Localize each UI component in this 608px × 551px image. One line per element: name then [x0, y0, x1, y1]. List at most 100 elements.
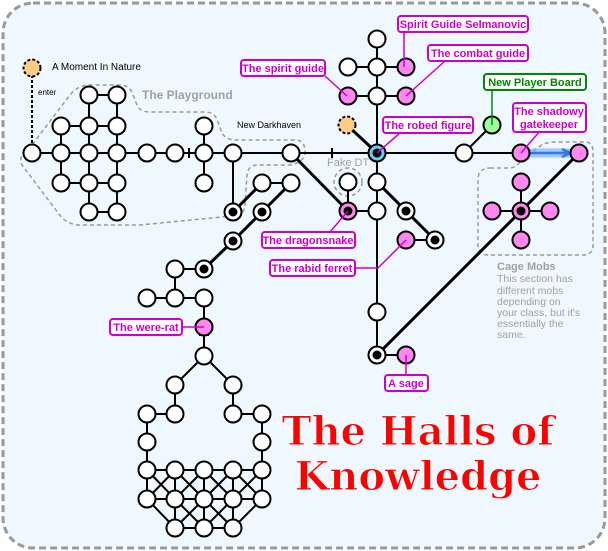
npc-label-combat-guide[interactable]: The combat guide: [427, 44, 529, 62]
npc-room[interactable]: [482, 201, 502, 221]
room-node[interactable]: [79, 202, 99, 222]
npc-label-spirit-guide-selmanovic[interactable]: Spirit Guide Selmanovic: [397, 15, 529, 33]
room-node[interactable]: [79, 116, 99, 136]
room-node[interactable]: [338, 172, 358, 192]
room-node[interactable]: [223, 143, 243, 163]
room-node[interactable]: [22, 143, 42, 163]
room-node[interactable]: [223, 404, 243, 424]
room-node[interactable]: [367, 201, 387, 221]
room-node[interactable]: [51, 173, 71, 193]
portal-room[interactable]: [252, 202, 272, 222]
room-node[interactable]: [223, 489, 243, 509]
room-node[interactable]: [252, 489, 272, 509]
cage-mobs-note: This section has different mobs dependin…: [497, 273, 580, 341]
room-node[interactable]: [194, 518, 214, 538]
label-text: gatekeeper: [520, 119, 579, 131]
room-node[interactable]: [107, 202, 127, 222]
room-node[interactable]: [194, 173, 214, 193]
npc-label-dragonsnake[interactable]: The dragonsnake: [261, 231, 356, 249]
npc-room[interactable]: [511, 201, 531, 221]
npc-label-robed-figure[interactable]: The robed figure: [382, 116, 474, 134]
portal-room[interactable]: [396, 201, 416, 221]
room-node[interactable]: [337, 115, 357, 135]
portal-room[interactable]: [223, 231, 243, 251]
room-node[interactable]: [367, 172, 387, 192]
npc-label-spirit-guide[interactable]: The spirit guide: [240, 59, 326, 77]
portal-room[interactable]: [194, 259, 214, 279]
room-node[interactable]: [165, 404, 185, 424]
room-node[interactable]: [137, 288, 157, 308]
npc-room[interactable]: [338, 86, 358, 106]
room-node[interactable]: [338, 57, 358, 77]
room-node[interactable]: [367, 29, 387, 49]
entry-label: A Moment In Nature: [52, 62, 141, 73]
room-node[interactable]: [165, 518, 185, 538]
room-node[interactable]: [252, 432, 272, 452]
room-node[interactable]: [137, 460, 157, 480]
room-node[interactable]: [22, 58, 42, 78]
room-node[interactable]: [137, 143, 157, 163]
room-node[interactable]: [137, 404, 157, 424]
room-node[interactable]: [51, 143, 71, 163]
room-node[interactable]: [223, 518, 243, 538]
room-node[interactable]: [137, 489, 157, 509]
npc-label-were-rat[interactable]: The were-rat: [109, 318, 183, 336]
room-node[interactable]: [367, 86, 387, 106]
room-node[interactable]: [107, 173, 127, 193]
portal-room[interactable]: [223, 202, 243, 222]
npc-label-new-player-board[interactable]: New Player Board: [483, 73, 587, 91]
room-node[interactable]: [454, 143, 474, 163]
label-text: A sage: [388, 378, 424, 390]
path-edge: [289, 151, 350, 213]
room-node[interactable]: [223, 375, 243, 395]
room-node[interactable]: [165, 143, 185, 163]
room-node[interactable]: [107, 143, 127, 163]
label-text: New Player Board: [488, 77, 582, 89]
room-node[interactable]: [51, 116, 71, 136]
npc-room[interactable]: [511, 230, 531, 250]
room-node[interactable]: [107, 85, 127, 105]
portal-room[interactable]: [367, 345, 387, 365]
room-node[interactable]: [194, 288, 214, 308]
note-line: This section has: [497, 273, 573, 285]
npc-room[interactable]: [540, 201, 560, 221]
note-line: your class, but it's: [497, 307, 580, 319]
npc-room[interactable]: [511, 172, 531, 192]
room-node[interactable]: [194, 460, 214, 480]
note-line: depending on: [497, 296, 561, 308]
label-text: The shadowy: [514, 106, 585, 118]
playground-label: The Playground: [142, 88, 233, 102]
room-node[interactable]: [79, 173, 99, 193]
fake-dt-label: Fake DT: [327, 157, 369, 169]
room-node[interactable]: [79, 143, 99, 163]
room-node[interactable]: [252, 173, 272, 193]
portal-room[interactable]: [425, 230, 445, 250]
npc-label-sage[interactable]: A sage: [384, 374, 429, 392]
room-node[interactable]: [165, 288, 185, 308]
room-node[interactable]: [223, 460, 243, 480]
room-node[interactable]: [252, 460, 272, 480]
room-node[interactable]: [107, 116, 127, 136]
room-node[interactable]: [194, 489, 214, 509]
room-node[interactable]: [137, 432, 157, 452]
npc-label-rabid-ferret[interactable]: The rabid ferret: [269, 259, 356, 277]
room-node[interactable]: [165, 460, 185, 480]
new-darkhaven-label: New Darkhaven: [237, 120, 301, 130]
room-node[interactable]: [281, 143, 301, 163]
room-node[interactable]: [79, 85, 99, 105]
label-text: The dragonsnake: [262, 235, 353, 247]
room-node[interactable]: [165, 375, 185, 395]
room-node[interactable]: [194, 346, 214, 366]
room-node[interactable]: [165, 489, 185, 509]
room-node[interactable]: [367, 57, 387, 77]
room-node[interactable]: [165, 259, 185, 279]
npc-room[interactable]: [569, 143, 589, 163]
room-node[interactable]: [281, 173, 301, 193]
room-node[interactable]: [367, 302, 387, 322]
room-node[interactable]: [194, 116, 214, 136]
room-node[interactable]: [194, 143, 214, 163]
label-text: The spirit guide: [242, 63, 324, 75]
room-node[interactable]: [252, 404, 272, 424]
npc-room[interactable]: [396, 57, 416, 77]
